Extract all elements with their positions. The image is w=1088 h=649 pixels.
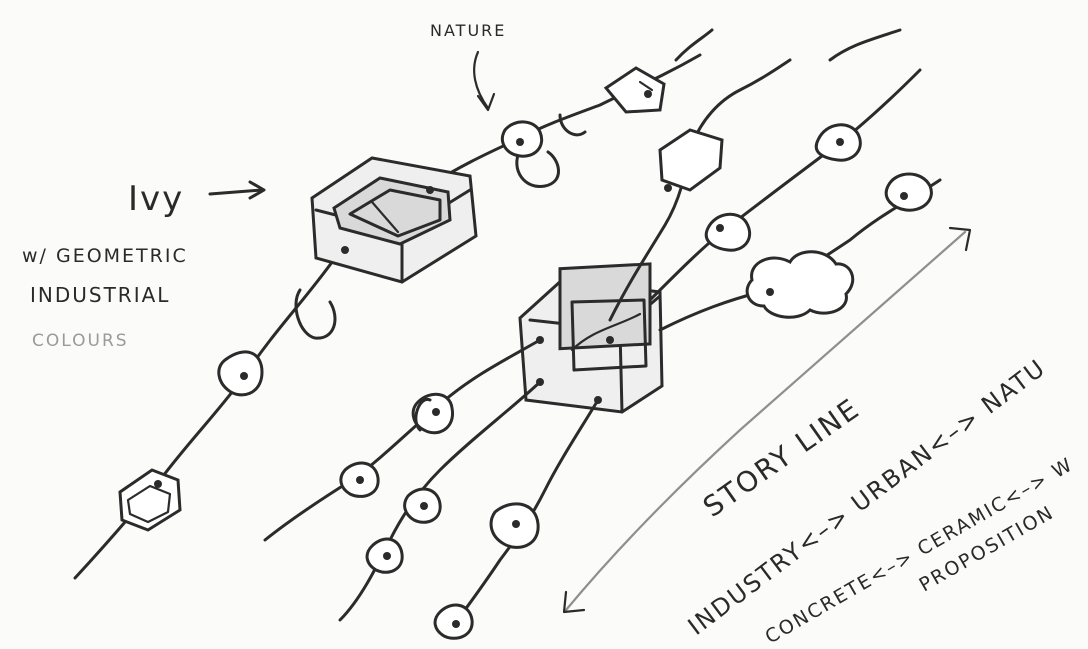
node-lower-4 <box>367 539 402 572</box>
label-nature-top: NATURE <box>430 21 506 40</box>
label-w-geometric: w/ GEOMETRIC <box>22 245 188 267</box>
node-lower-2 <box>341 463 378 496</box>
node-upper-2 <box>816 125 860 160</box>
node-hexagon-bottom <box>120 470 180 530</box>
story-axis-head-top <box>950 228 970 250</box>
node-lower-6 <box>435 605 472 638</box>
box-upper <box>312 158 476 282</box>
node-cloud <box>747 252 853 318</box>
node-upper-hexagon <box>660 130 722 192</box>
label-ivy: Ivy <box>128 179 184 219</box>
node-nature <box>502 122 541 156</box>
node-pentagon-top <box>606 68 664 112</box>
label-industrial: INDUSTRIAL <box>30 283 170 307</box>
node-lower-5 <box>491 504 538 548</box>
label-colours: COLOURS <box>32 331 129 351</box>
node-lower-3 <box>405 489 441 522</box>
strand-loop-1 <box>296 290 335 338</box>
box-lower <box>520 264 662 412</box>
ivy-arrow <box>210 190 262 194</box>
node-round-left <box>219 352 262 395</box>
node-upper-1 <box>706 214 749 250</box>
node-upper-3 <box>886 174 931 210</box>
